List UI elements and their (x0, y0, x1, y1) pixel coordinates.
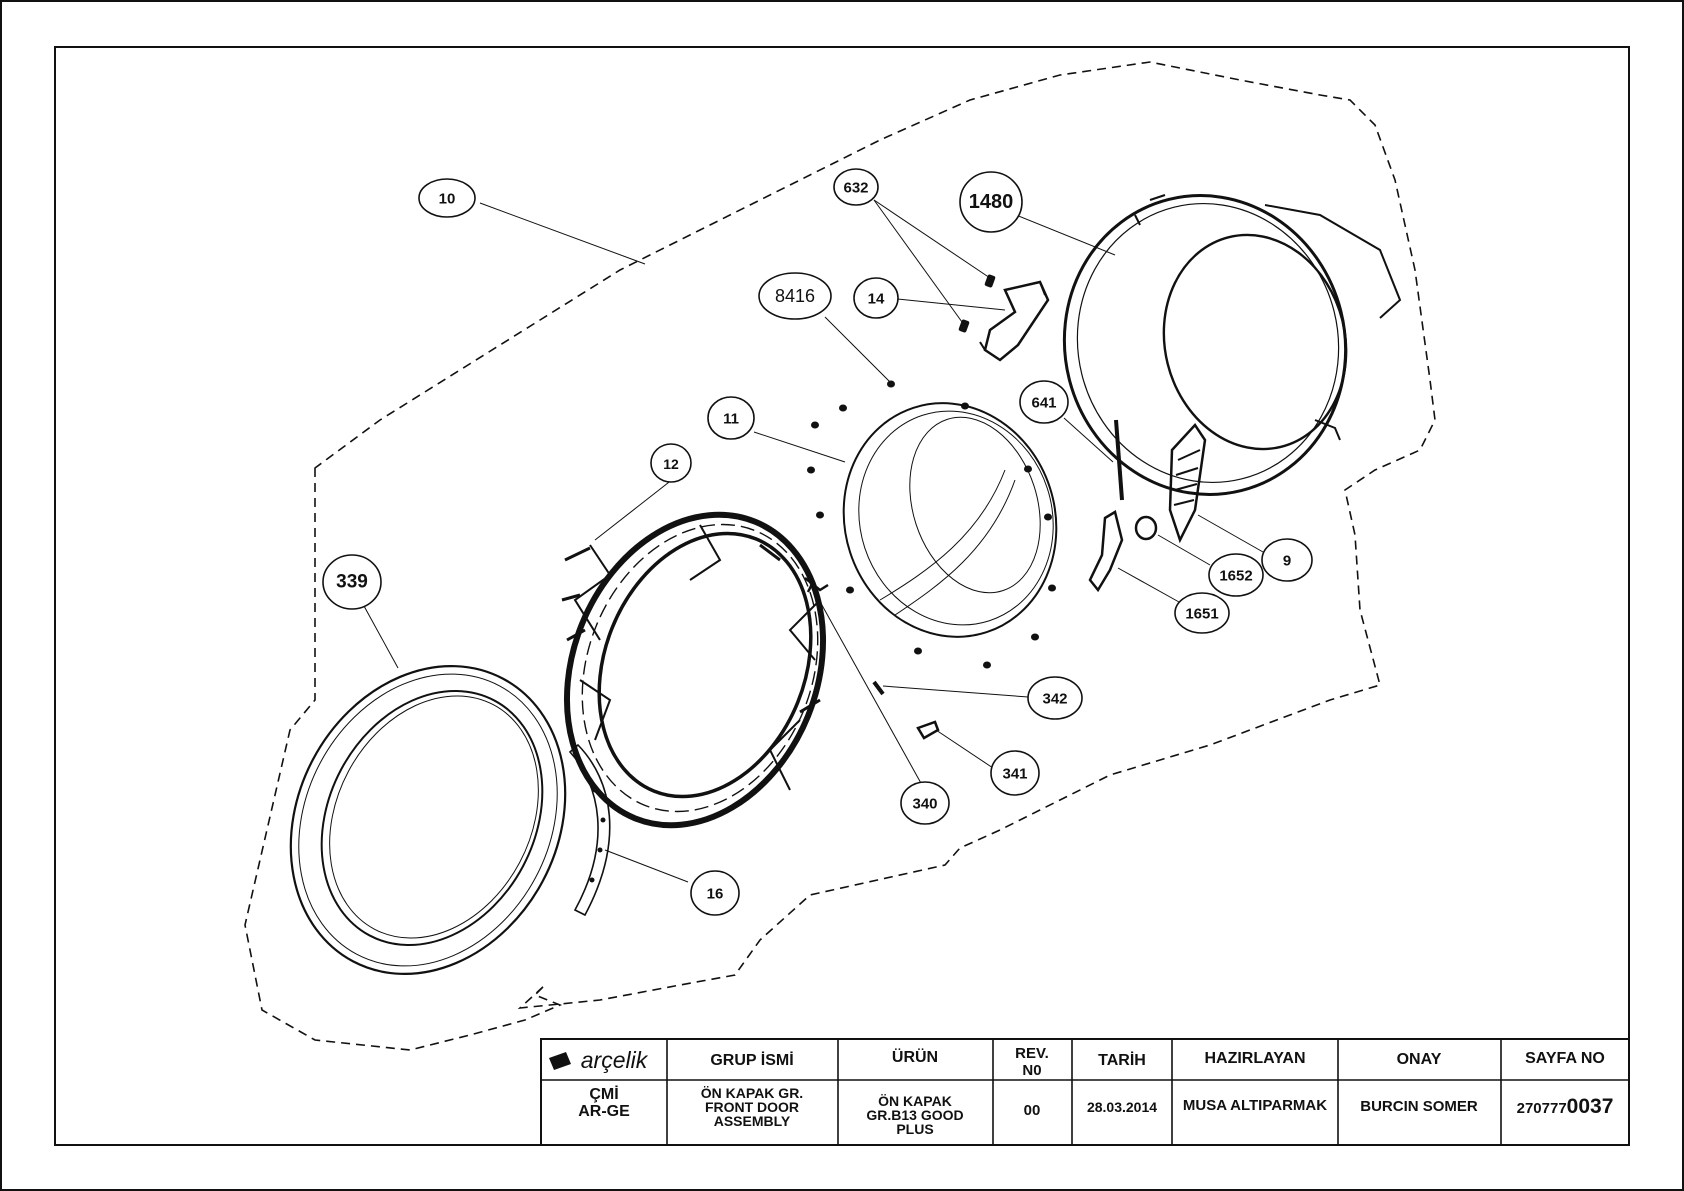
prepared-by-value: MUSA ALTIPARMAK (1183, 1097, 1327, 1114)
callout-label: 9 (1283, 553, 1291, 570)
drawing-frame (54, 46, 1630, 1146)
part-339-door-ring (289, 665, 567, 975)
part-1652-ring (1134, 515, 1158, 541)
header-rev-1: REV. (1015, 1045, 1049, 1062)
leader-lines (363, 199, 1264, 883)
header-rev-2: N0 (1022, 1062, 1041, 1079)
logo-text: arçelik (581, 1047, 649, 1073)
group-line-3: ASSEMBLY (714, 1113, 791, 1129)
callout-632: 632 (833, 168, 879, 206)
callout-12: 12 (650, 443, 692, 483)
callout-label: 11 (723, 411, 739, 428)
callout-label: 12 (663, 456, 679, 472)
callout-1480: 1480 (959, 171, 1023, 233)
callout-label: 1652 (1219, 568, 1252, 585)
header-product: ÜRÜN (892, 1047, 938, 1066)
header-prepared-by: HAZIRLAYAN (1204, 1050, 1305, 1067)
callout-1651: 1651 (1174, 592, 1230, 634)
callout-label: 1651 (1185, 606, 1218, 623)
callout-label: 10 (439, 191, 456, 208)
callout-label: 1480 (969, 191, 1014, 213)
dept-line-2: AR-GE (578, 1103, 630, 1120)
callout-8416: 8416 (758, 272, 832, 320)
callout-label: 16 (707, 886, 724, 903)
group-line-2: FRONT DOOR (705, 1099, 799, 1115)
callout-label: 641 (1031, 395, 1056, 412)
part-11-door-glass (842, 402, 1058, 638)
callout-340: 340 (900, 781, 950, 825)
title-block: arçelik GRUP İSMİ ÜRÜN REV. N0 TARİH HAZ… (540, 1038, 1630, 1146)
product-line-1: ÖN KAPAK (878, 1093, 952, 1109)
part-12-inner-frame (561, 511, 827, 829)
callout-label: 8416 (775, 286, 815, 306)
page-no-value: 2707770037 (1517, 1095, 1614, 1118)
assembly-boundary-dashed (244, 61, 1436, 1051)
callout-339: 339 (322, 554, 382, 610)
callout-label: 339 (336, 572, 368, 593)
part-16-hinge-strip (568, 743, 611, 917)
part-9-latch (1168, 422, 1207, 544)
callout-14: 14 (853, 277, 899, 319)
callout-342: 342 (1027, 676, 1083, 720)
callout-16: 16 (690, 870, 740, 916)
callout-label: 341 (1002, 766, 1027, 783)
callout-9: 9 (1261, 538, 1313, 582)
callout-10: 10 (418, 178, 476, 218)
part-1480-outer-frame (1062, 194, 1402, 496)
header-date: TARİH (1098, 1051, 1146, 1069)
callout-label: 14 (868, 291, 885, 308)
header-approval: ONAY (1397, 1051, 1442, 1068)
part-14-hinge (979, 280, 1050, 362)
product-line-2: GR.B13 GOOD (866, 1107, 963, 1123)
callout-341: 341 (990, 750, 1040, 796)
part-632-bushings (958, 274, 996, 333)
callout-11: 11 (707, 396, 755, 440)
date-value: 28.03.2014 (1087, 1099, 1157, 1115)
arcelik-logo-icon (549, 1052, 571, 1070)
callout-label: 340 (912, 796, 937, 813)
group-line-1: ÖN KAPAK GR. (701, 1085, 803, 1101)
approval-value: BURCIN SOMER (1360, 1098, 1478, 1115)
rev-value: 00 (1024, 1102, 1041, 1119)
header-page-no: SAYFA NO (1525, 1050, 1605, 1067)
callout-1652: 1652 (1208, 553, 1264, 597)
part-340-clip (804, 577, 829, 593)
page-no-prefix: 270777 (1517, 1100, 1567, 1117)
header-group-name: GRUP İSMİ (710, 1051, 793, 1069)
page-no-suffix: 0037 (1567, 1095, 1614, 1118)
dept-line-1: ÇMİ (589, 1085, 618, 1103)
part-341-latch (916, 720, 940, 740)
part-342-pin (872, 680, 885, 696)
callout-label: 632 (843, 180, 868, 197)
callout-641: 641 (1019, 380, 1069, 424)
screws-8416 (807, 380, 1056, 669)
product-line-3: PLUS (896, 1121, 933, 1137)
callout-label: 342 (1042, 691, 1067, 708)
part-1651-lever (1088, 510, 1124, 593)
